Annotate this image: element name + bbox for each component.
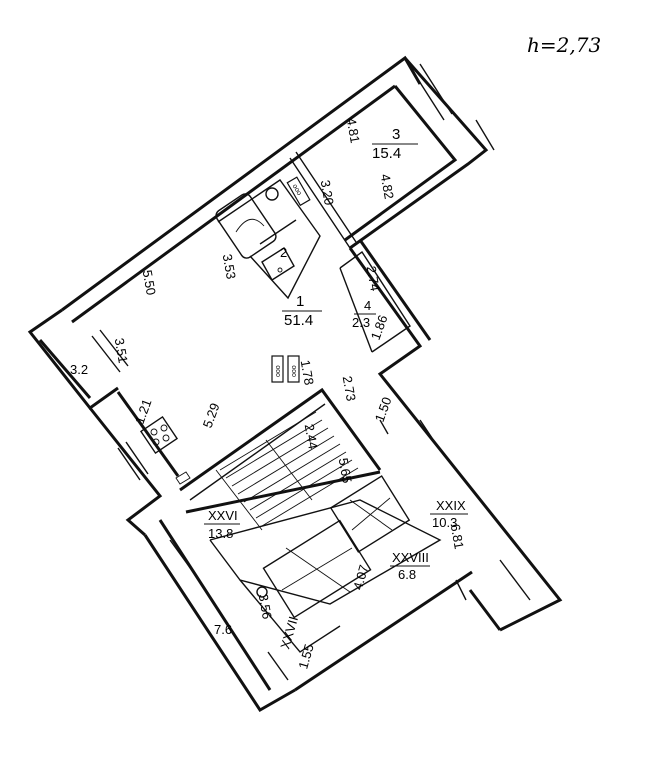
elevator-shaft-small xyxy=(329,475,411,553)
dim-5-29: 5.29 xyxy=(200,401,223,430)
dim-1-86: 1.86 xyxy=(368,313,391,342)
balcony-area: 3.2 xyxy=(70,362,88,377)
dim-6-81: 6.81 xyxy=(448,523,467,551)
dim-7-6: 7.6 xyxy=(214,622,232,637)
room-area-1: 51.4 xyxy=(284,312,313,329)
room-area-4: 2.3 xyxy=(352,315,370,330)
room-labels: 1 51.4 2 3 15.4 4 2.3 XXVI 13.8 XXVII 1.… xyxy=(70,126,468,671)
stove-icon xyxy=(139,415,179,455)
elevator-shaft-large xyxy=(262,519,372,619)
windows xyxy=(91,63,531,681)
room-number-3: 3 xyxy=(392,126,400,143)
bathtub-icon xyxy=(215,193,277,259)
dim-4-81: 4.81 xyxy=(344,117,363,145)
dim-5-65: 5.65 xyxy=(336,457,355,485)
svg-text:ᴏᴏᴏ: ᴏᴏᴏ xyxy=(291,365,298,377)
svg-text:ᴏᴏᴏ: ᴏᴏᴏ xyxy=(291,183,303,197)
staircase xyxy=(215,411,359,531)
room-area-3: 15.4 xyxy=(372,145,401,162)
elevator-shafts xyxy=(262,475,411,619)
dim-4-82: 4.82 xyxy=(378,173,397,201)
room-area-xxvi: 13.8 xyxy=(208,526,233,541)
garbage-chute-icon xyxy=(256,586,268,598)
room-number-2: 2 xyxy=(280,245,287,260)
room-number-xxvi: XXVI xyxy=(208,508,238,523)
dim-3-53: 3.53 xyxy=(220,253,239,281)
dim-2-73: 2.73 xyxy=(340,375,359,403)
room-area-xxviii: 6.8 xyxy=(398,567,416,582)
dim-1-21: 1.21 xyxy=(132,397,155,426)
dim-4-07: 4.07 xyxy=(350,563,371,591)
svg-text:ᴏᴏᴏ: ᴏᴏᴏ xyxy=(275,365,282,377)
ventilation-box-top: ᴏᴏᴏ xyxy=(286,176,311,207)
dim-2-74: 2.74 xyxy=(364,265,383,293)
dimension-labels: 4.81 4.82 3.20 5.50 3.53 3.51 1.21 5.29 … xyxy=(112,117,467,637)
room-number-xxviii: XXVIII xyxy=(392,550,429,565)
room-area-xxvii: 1.55 xyxy=(295,642,316,670)
door-marks xyxy=(175,419,467,601)
ceiling-height-label: h=2,73 xyxy=(527,33,601,57)
dim-2-44: 2.44 xyxy=(302,423,321,451)
ventilation-box-mid-a: ᴏᴏᴏ xyxy=(271,355,284,383)
room-number-xxix: XXIX xyxy=(436,498,466,513)
dim-1-78: 1.78 xyxy=(298,359,317,387)
sink-icon xyxy=(265,187,279,201)
dim-3-51: 3.51 xyxy=(112,337,131,365)
partition-wall-room3 xyxy=(289,157,351,249)
dim-3-20: 3.20 xyxy=(318,179,337,207)
room-number-xxvii: XXVII xyxy=(277,615,301,651)
dim-3-56: 3.56 xyxy=(256,593,275,621)
dim-5-50: 5.50 xyxy=(140,269,159,297)
interior-walls xyxy=(179,179,442,653)
toilet-icon xyxy=(261,247,295,281)
exterior-walls xyxy=(27,55,563,713)
room-area-xxix: 10.3 xyxy=(432,515,457,530)
dim-1-50: 1.50 xyxy=(372,395,395,424)
room-number-1: 1 xyxy=(296,293,304,310)
ventilation-box-mid-b: ᴏᴏᴏ xyxy=(287,355,300,383)
bathroom-fixtures xyxy=(215,187,295,281)
room-number-4: 4 xyxy=(364,298,371,313)
